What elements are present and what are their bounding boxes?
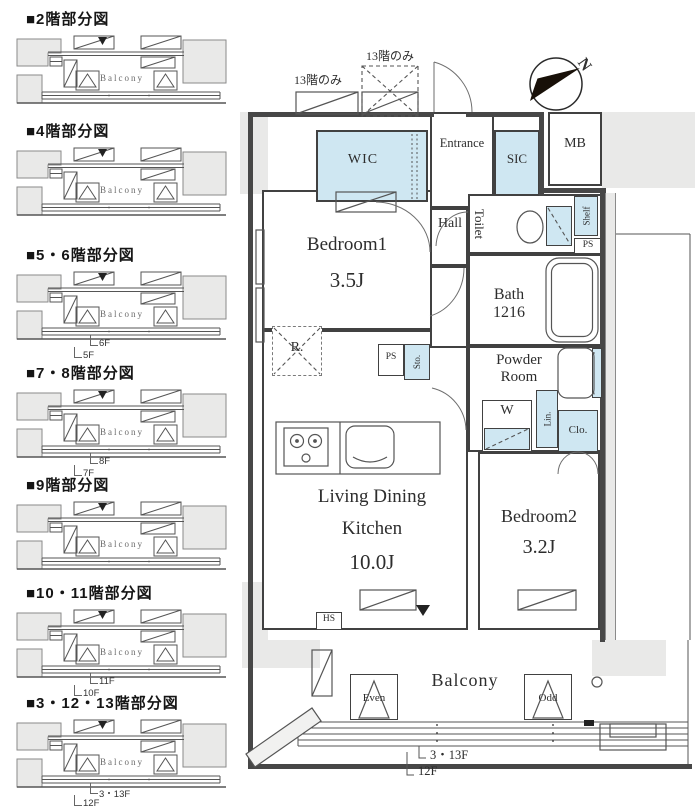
floor-label: 8F — [88, 453, 110, 467]
partial-plan-title: ■10・11階部分図 — [26, 585, 153, 602]
label-odd: Odd — [538, 692, 558, 704]
label-shelf: Shelf — [581, 206, 591, 226]
partial-plan-linework: Balcony — [16, 35, 227, 104]
floor-label: 5F — [72, 347, 94, 361]
label-hs: HS — [322, 614, 336, 624]
label-ldk-line1: Living Dining — [317, 486, 427, 507]
partial-plan-title: ■9階部分図 — [26, 477, 110, 494]
partial-plan-linework: Balcony — [16, 719, 227, 788]
common-wall — [605, 193, 616, 642]
outer-wall-left — [248, 112, 253, 769]
note-13f-only-right: 13階のみ — [365, 49, 414, 63]
hallway — [430, 266, 468, 348]
label-toilet: Toilet — [472, 208, 488, 240]
label-bath: Bath 1216 — [470, 286, 548, 323]
label-wic: WIC — [347, 152, 379, 167]
label-sic: SIC — [506, 151, 528, 166]
floor-label: 10F — [72, 685, 99, 699]
label-bath-size: 1216 — [493, 304, 525, 322]
label-even: Even — [362, 692, 386, 704]
partial-plan-drawing: Balcony — [14, 714, 229, 792]
mini-balcony-label: Balcony — [100, 427, 144, 437]
mini-balcony-label: Balcony — [100, 539, 144, 549]
common-area — [242, 640, 320, 668]
label-ps-upper: PS — [582, 240, 594, 250]
partial-plan-4f: ■4階部分図 Balcony — [10, 120, 235, 232]
partial-plan-linework: Balcony — [16, 609, 227, 678]
common-area — [592, 640, 666, 676]
outer-wall — [544, 188, 606, 193]
leader-12f: 12F — [418, 764, 438, 778]
mini-balcony-label: Balcony — [100, 647, 144, 657]
mini-balcony-label: Balcony — [100, 309, 144, 319]
label-refrigerator: R. — [290, 340, 304, 355]
label-bedroom1-name: Bedroom1 — [306, 234, 388, 255]
common-area — [240, 112, 268, 194]
floor-label: 12F — [72, 795, 99, 808]
note-13f-only-left: 13階のみ — [293, 73, 342, 87]
label-powder-room: Powder Room — [468, 352, 570, 387]
label-bedroom2-size: 3.2J — [522, 536, 556, 558]
label-washer: W — [500, 403, 514, 418]
partial-plan-9f: ■9階部分図 Balcony — [10, 474, 235, 586]
compass-north-label: N — [573, 55, 595, 75]
label-ldk-size: 10.0J — [349, 550, 395, 574]
washer-pan — [484, 428, 530, 450]
mini-balcony-label: Balcony — [100, 73, 144, 83]
partial-plan-linework: Balcony — [16, 271, 227, 340]
label-ps-lower: PS — [385, 352, 397, 362]
floor-label: 7F — [72, 465, 94, 479]
partial-plan-title: ■7・8階部分図 — [26, 365, 135, 382]
partial-plan-title: ■5・6階部分図 — [26, 247, 135, 264]
label-bedroom2-name: Bedroom2 — [501, 506, 577, 526]
partial-plan-drawing: Balcony — [14, 30, 229, 108]
label-closet: Clo. — [568, 424, 588, 436]
floor-label: 3・13F — [88, 783, 130, 800]
compass-icon: N — [573, 55, 595, 75]
partial-plan-2f: ■2階部分図 Balcony — [10, 8, 235, 120]
mini-balcony-label: Balcony — [100, 757, 144, 767]
partial-plan-drawing: Balcony — [14, 266, 229, 344]
partial-plan-drawing: Balcony — [14, 142, 229, 220]
common-area — [602, 112, 695, 188]
partial-plan-drawing: Balcony — [14, 384, 229, 462]
outer-wall-right — [600, 188, 605, 642]
floor-label: 11F — [88, 673, 115, 687]
partial-plan-linework: Balcony — [16, 147, 227, 216]
label-linen: Lin. — [542, 411, 552, 427]
partial-plan-drawing: Balcony — [14, 604, 229, 682]
partial-plan-title: ■3・12・13階部分図 — [26, 695, 179, 712]
mini-balcony-label: Balcony — [100, 185, 144, 195]
label-balcony: Balcony — [431, 670, 499, 690]
label-ldk-line2: Kitchen — [341, 518, 403, 539]
floor-label: 6F — [88, 335, 110, 349]
label-bath-name: Bath — [493, 286, 525, 303]
partial-plan-title: ■2階部分図 — [26, 11, 110, 28]
label-powder-line1: Powder — [496, 352, 542, 368]
toilet-cistern — [546, 206, 572, 246]
room-bedroom1 — [262, 190, 432, 330]
outer-wall-bottom — [248, 764, 692, 769]
partial-plan-linework: Balcony — [16, 389, 227, 458]
label-powder-line2: Room — [500, 369, 538, 386]
partial-plan-title: ■4階部分図 — [26, 123, 110, 140]
label-hall: Hall — [437, 216, 463, 231]
leader-3-13f: 3・13F — [430, 748, 469, 762]
label-bedroom1-size: 3.5J — [329, 268, 365, 292]
outer-wall-top — [248, 112, 434, 117]
partial-plan-linework: Balcony — [16, 501, 227, 570]
label-storage: Sto. — [411, 354, 422, 370]
outer-wall-top — [466, 112, 544, 117]
label-mb: MB — [564, 136, 586, 151]
basin-counter — [592, 348, 602, 398]
partial-plan-drawing: Balcony — [14, 496, 229, 574]
label-entrance: Entrance — [439, 136, 485, 150]
